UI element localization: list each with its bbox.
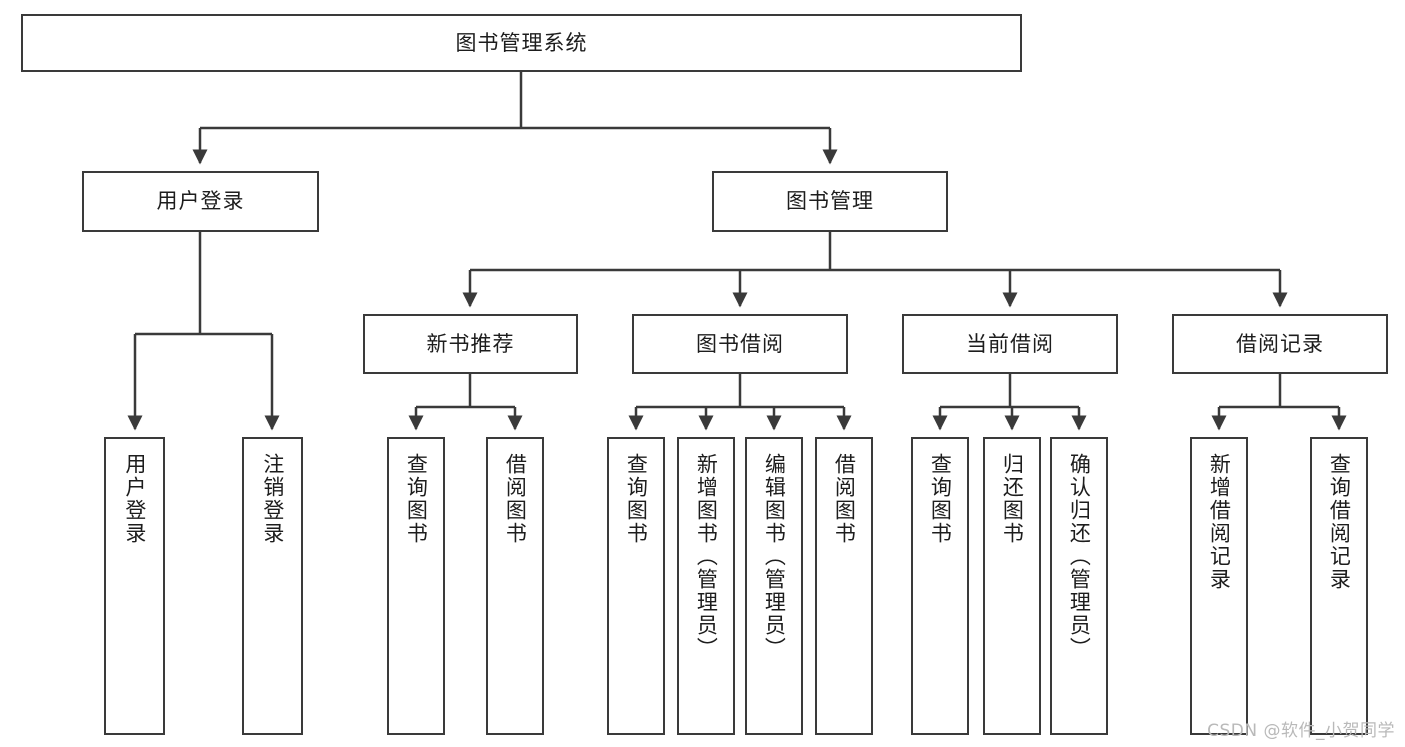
leaf-edit-book-admin-label: 编辑图书（管理员） [762,453,787,660]
node-borrow-record[interactable]: 借阅记录 [1172,314,1388,374]
leaf-confirm-return-admin[interactable]: 确认归还（管理员） [1050,437,1108,735]
leaf-add-book-admin-label: 新增图书（管理员） [694,453,719,660]
leaf-query-book-newbook-label: 查询图书 [404,453,429,545]
leaf-edit-book-admin[interactable]: 编辑图书（管理员） [745,437,803,735]
leaf-query-book-current-label: 查询图书 [928,453,953,545]
leaf-add-book-admin[interactable]: 新增图书（管理员） [677,437,735,735]
node-user-login-label: 用户登录 [156,189,245,214]
leaf-borrow-book-newbook-label: 借阅图书 [503,453,528,545]
leaf-return-book[interactable]: 归还图书 [983,437,1041,735]
leaf-query-book-newbook[interactable]: 查询图书 [387,437,445,735]
node-borrow-record-label: 借阅记录 [1236,331,1324,356]
node-root-label: 图书管理系统 [455,30,588,55]
node-book-borrow-label: 图书借阅 [696,331,784,356]
node-current-borrow[interactable]: 当前借阅 [902,314,1118,374]
leaf-return-book-label: 归还图书 [1000,453,1025,545]
node-user-login[interactable]: 用户登录 [82,171,319,232]
node-book-management-label: 图书管理 [786,189,874,214]
leaf-borrow-book-label: 借阅图书 [832,453,857,545]
leaf-query-book-borrow-label: 查询图书 [624,453,649,545]
leaf-user-login-label: 用户登录 [122,453,147,545]
leaf-add-borrow-record-label: 新增借阅记录 [1207,453,1232,591]
node-root[interactable]: 图书管理系统 [21,14,1022,72]
node-book-borrow[interactable]: 图书借阅 [632,314,848,374]
node-new-book-recommend-label: 新书推荐 [426,331,515,356]
leaf-query-book-current[interactable]: 查询图书 [911,437,969,735]
leaf-borrow-book-newbook[interactable]: 借阅图书 [486,437,544,735]
leaf-user-login[interactable]: 用户登录 [104,437,165,735]
leaf-query-borrow-record-label: 查询借阅记录 [1327,453,1352,591]
node-new-book-recommend[interactable]: 新书推荐 [363,314,578,374]
leaf-query-book-borrow[interactable]: 查询图书 [607,437,665,735]
csdn-watermark: CSDN @软件_小贺同学 [1207,721,1395,741]
node-book-management[interactable]: 图书管理 [712,171,948,232]
node-current-borrow-label: 当前借阅 [966,331,1054,356]
leaf-query-borrow-record[interactable]: 查询借阅记录 [1310,437,1368,735]
leaf-logout[interactable]: 注销登录 [242,437,303,735]
leaf-borrow-book[interactable]: 借阅图书 [815,437,873,735]
leaf-logout-label: 注销登录 [260,453,285,545]
leaf-add-borrow-record[interactable]: 新增借阅记录 [1190,437,1248,735]
leaf-confirm-return-admin-label: 确认归还（管理员） [1067,453,1092,660]
